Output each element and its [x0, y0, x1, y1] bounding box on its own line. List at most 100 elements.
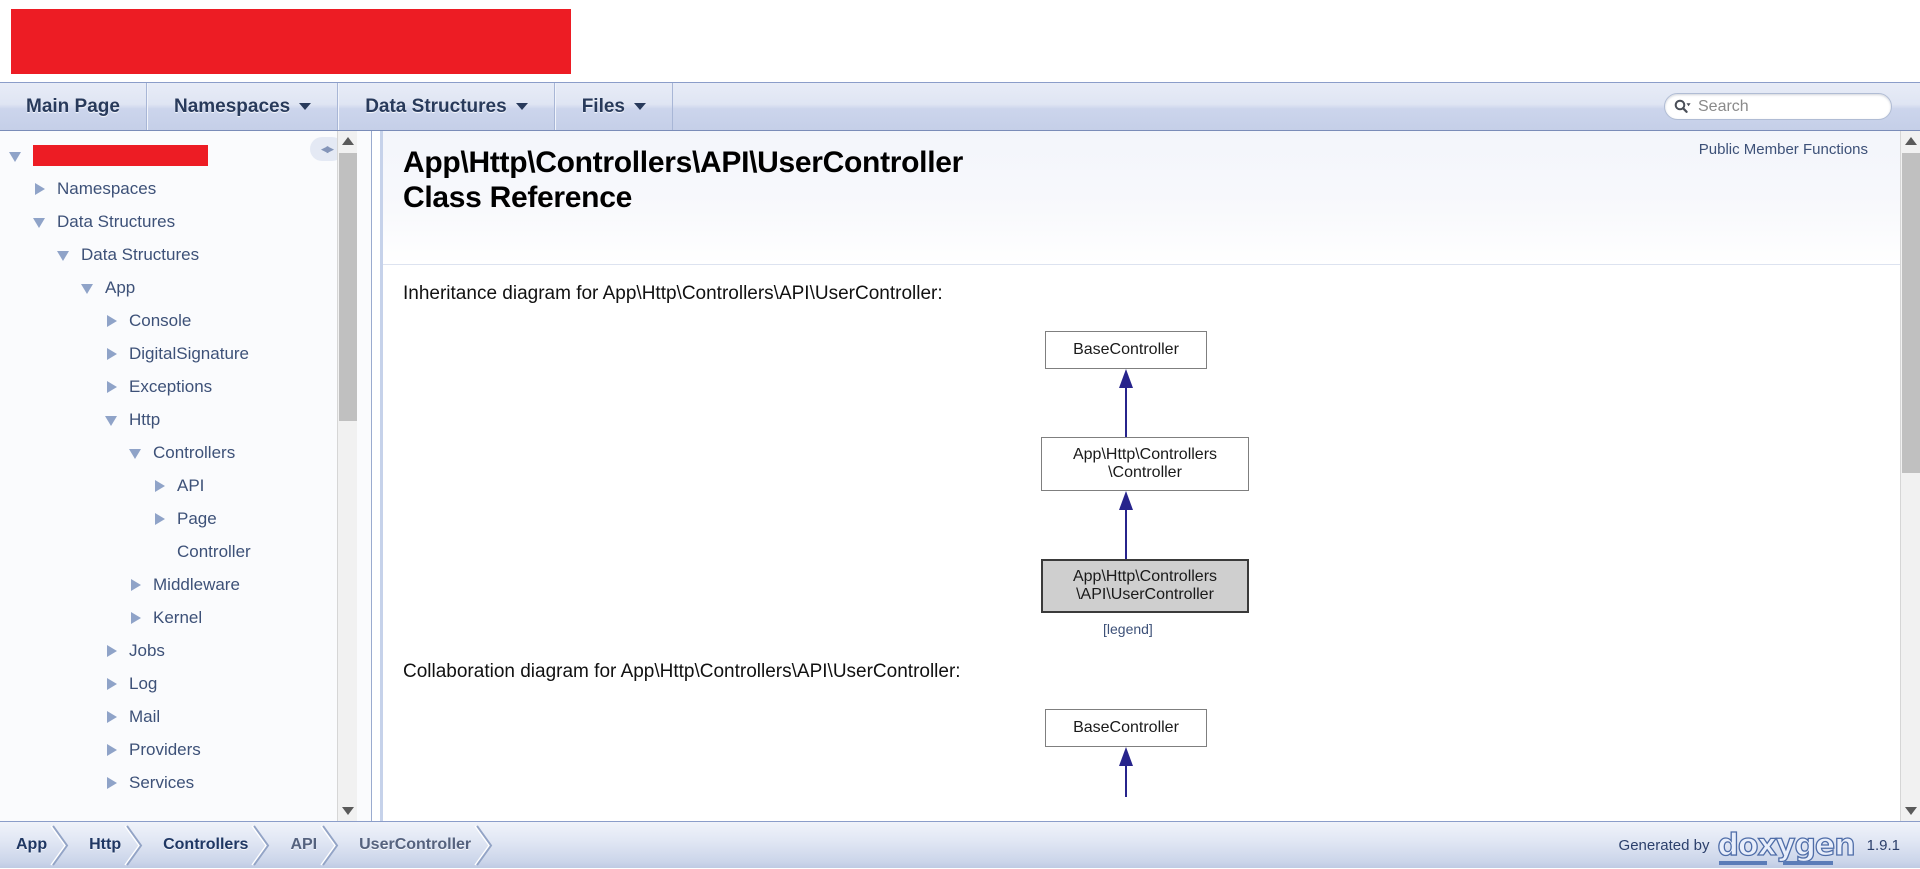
sidebar-scrollbar[interactable] — [337, 131, 357, 821]
breadcrumb-item-http[interactable]: Http — [73, 822, 121, 869]
content-body: Inheritance diagram for App\Http\Control… — [383, 265, 1920, 821]
tree-collapsed-arrow-icon[interactable] — [104, 643, 120, 659]
content-scroll-down-arrow-icon[interactable] — [1901, 801, 1920, 821]
graph-node-app-http-controllers-controller[interactable]: App\Http\Controllers\Controller — [1041, 437, 1249, 491]
tree-collapsed-arrow-icon[interactable] — [104, 676, 120, 692]
sidebar-resize-icon: ◂▸ — [321, 141, 332, 157]
sidebar-tree-item-page[interactable]: Page — [0, 502, 371, 535]
tree-expanded-arrow-icon[interactable] — [80, 280, 96, 296]
graph-node-basecontroller-collab[interactable]: BaseController — [1045, 709, 1207, 747]
sidebar-tree-item-jobs[interactable]: Jobs — [0, 634, 371, 667]
sidebar-tree-item-mail[interactable]: Mail — [0, 700, 371, 733]
tab-label: Namespaces — [174, 96, 290, 118]
sidebar-tree-item-label: Jobs — [129, 641, 165, 661]
tree-expanded-arrow-icon[interactable] — [8, 148, 24, 164]
sidebar-tree-item-data-structures[interactable]: Data Structures — [0, 238, 371, 271]
tree-collapsed-arrow-icon[interactable] — [104, 742, 120, 758]
tree-collapsed-arrow-icon[interactable] — [32, 181, 48, 197]
sidebar-scroll-up-arrow-icon[interactable] — [338, 131, 358, 151]
sidebar-scroll-thumb[interactable] — [339, 153, 357, 421]
search-input[interactable] — [1696, 97, 1866, 117]
sidebar-tree-item-controllers[interactable]: Controllers — [0, 436, 371, 469]
sidebar-tree-item-data-structures[interactable]: Data Structures — [0, 205, 371, 238]
breadcrumb-item-controllers[interactable]: Controllers — [147, 822, 248, 869]
sidebar-tree-item-label: Log — [129, 674, 157, 694]
graph-node-basecontroller[interactable]: BaseController — [1045, 331, 1207, 369]
sidebar-tree-item-label: Mail — [129, 707, 160, 727]
sidebar-tree-item-log[interactable]: Log — [0, 667, 371, 700]
graph-node-label: App\Http\Controllers\Controller — [1073, 446, 1217, 483]
tabs-spacer — [673, 83, 1664, 130]
tree-collapsed-arrow-icon[interactable] — [152, 478, 168, 494]
top-banner — [0, 0, 1920, 82]
sidebar-tree-item-label: Data Structures — [81, 245, 199, 265]
tree-expanded-arrow-icon[interactable] — [32, 214, 48, 230]
search-box[interactable] — [1664, 93, 1892, 120]
sidebar-tree-item-kernel[interactable]: Kernel — [0, 601, 371, 634]
tab-main-page[interactable]: Main Page — [0, 83, 147, 130]
tree-collapsed-arrow-icon[interactable] — [152, 511, 168, 527]
doxygen-logo[interactable]: doxygen — [1717, 828, 1854, 863]
content-scrollbar[interactable] — [1900, 131, 1920, 821]
sidebar-tree-item-label: Http — [129, 410, 160, 430]
tab-namespaces[interactable]: Namespaces — [147, 83, 338, 130]
sidebar-tree-item-label: DigitalSignature — [129, 344, 249, 364]
sidebar-tree-item-label: Kernel — [153, 608, 202, 628]
sidebar-tree-item-digitalsignature[interactable]: DigitalSignature — [0, 337, 371, 370]
summary-link-public-member-functions[interactable]: Public Member Functions — [1699, 141, 1868, 158]
tree-collapsed-arrow-icon[interactable] — [104, 346, 120, 362]
tree-collapsed-arrow-icon[interactable] — [128, 577, 144, 593]
sidebar-tree-item-http[interactable]: Http — [0, 403, 371, 436]
search-icon[interactable] — [1674, 99, 1691, 114]
content-scroll-thumb[interactable] — [1902, 153, 1920, 473]
sidebar-tree-item-label: Providers — [129, 740, 201, 760]
tab-files[interactable]: Files — [555, 83, 673, 130]
tree-expanded-arrow-icon[interactable] — [128, 445, 144, 461]
sidebar-tree-item-exceptions[interactable]: Exceptions — [0, 370, 371, 403]
sidebar-tree-item-label: Exceptions — [129, 377, 212, 397]
tree-collapsed-arrow-icon[interactable] — [104, 709, 120, 725]
sidebar-tree-item-controller[interactable]: Controller — [0, 535, 371, 568]
doxygen-logo-underline-left — [1719, 861, 1767, 865]
sidebar-tree-item-label: Console — [129, 311, 191, 331]
sidebar-tree-item-api[interactable]: API — [0, 469, 371, 502]
graph-node-label: App\Http\Controllers\API\UserController — [1073, 568, 1217, 605]
sidebar-tree-item-middleware[interactable]: Middleware — [0, 568, 371, 601]
sidebar-tree-item-label: Page — [177, 509, 217, 529]
tree-expanded-arrow-icon[interactable] — [104, 412, 120, 428]
tree-collapsed-arrow-icon[interactable] — [104, 313, 120, 329]
sidebar-tree-item-namespaces[interactable]: Namespaces — [0, 172, 371, 205]
main-content: Public Member Functions App\Http\Control… — [380, 131, 1920, 821]
inheritance-legend-link[interactable]: [legend] — [1103, 621, 1153, 637]
graph-node-app-http-controllers-api-usercontroller[interactable]: App\Http\Controllers\API\UserController — [1041, 559, 1249, 613]
breadcrumb-item-api[interactable]: API — [274, 822, 317, 869]
tab-data-structures[interactable]: Data Structures — [338, 83, 555, 130]
doxygen-logo-text: doxygen — [1717, 828, 1854, 863]
content-scroll-up-arrow-icon[interactable] — [1901, 131, 1920, 151]
breadcrumb-item-app[interactable]: App — [0, 822, 47, 869]
inheritance-edge-controller-to-base — [1114, 369, 1138, 437]
sidebar-tree-item-label: Middleware — [153, 575, 240, 595]
sidebar-tree-item-providers[interactable]: Providers — [0, 733, 371, 766]
breadcrumb-separator-icon — [471, 822, 497, 869]
page-title-line-2: Class Reference — [403, 180, 1920, 215]
tree-collapsed-arrow-icon[interactable] — [104, 775, 120, 791]
sidebar-scroll-down-arrow-icon[interactable] — [338, 801, 358, 821]
breadcrumb-item-usercontroller[interactable]: UserController — [343, 822, 471, 869]
inheritance-diagram: BaseController App\Http\Controllers\Cont… — [403, 323, 1920, 653]
sidebar-tree-item-label-redacted — [33, 145, 208, 166]
sidebar-tree-item-console[interactable]: Console — [0, 304, 371, 337]
sidebar-tree-item-services[interactable]: Services — [0, 766, 371, 799]
breadcrumb-separator-icon — [317, 822, 343, 869]
doxygen-version: 1.9.1 — [1867, 837, 1900, 854]
tree-collapsed-arrow-icon[interactable] — [104, 379, 120, 395]
tree-leaf-spacer-icon — [152, 544, 168, 560]
sidebar-tree-item-app[interactable]: App — [0, 271, 371, 304]
tree-expanded-arrow-icon[interactable] — [56, 247, 72, 263]
breadcrumb-label: Controllers — [163, 836, 248, 854]
tree-collapsed-arrow-icon[interactable] — [128, 610, 144, 626]
breadcrumb-separator-icon — [47, 822, 73, 869]
